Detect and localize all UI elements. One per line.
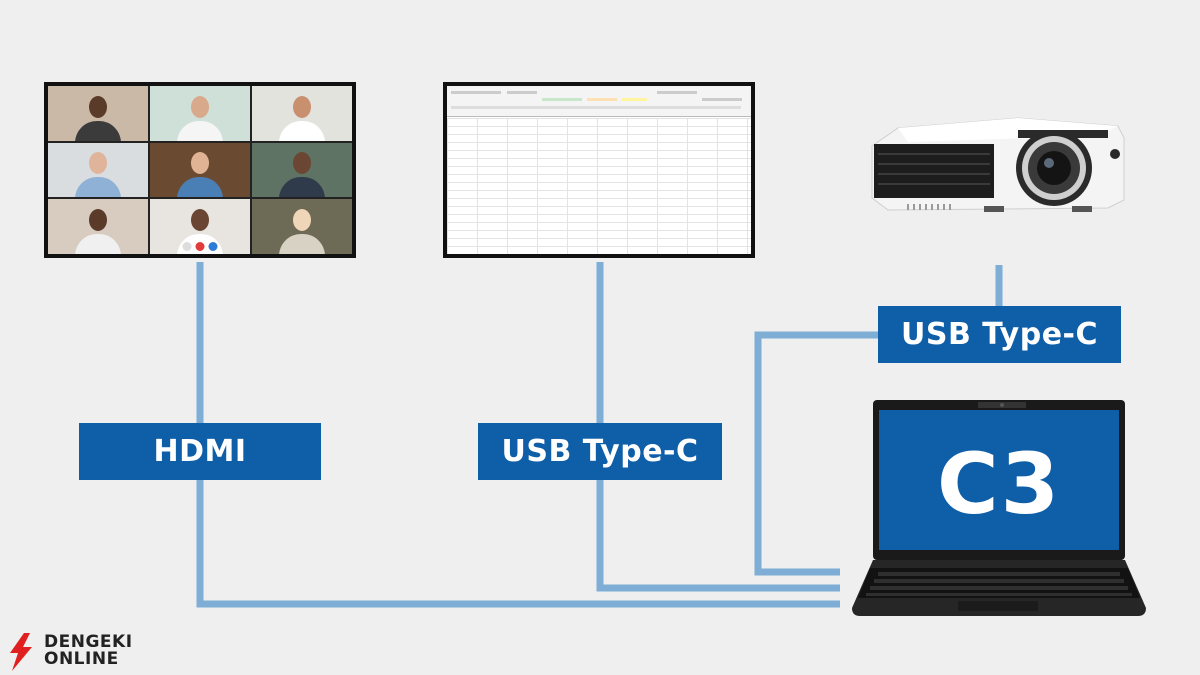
spreadsheet-ribbon <box>447 86 751 117</box>
spreadsheet-monitor <box>443 82 755 258</box>
camera-icon <box>208 242 218 251</box>
mute-icon <box>182 242 192 251</box>
spreadsheet-screen <box>447 86 751 254</box>
video-call-monitor <box>44 82 356 258</box>
participant-tile <box>252 86 352 141</box>
participant-tile <box>150 142 250 198</box>
participant-tile <box>150 86 250 141</box>
usbc-projector-label: USB Type-C <box>878 306 1121 363</box>
usbc-monitor-cable <box>596 262 840 592</box>
participant-tile <box>48 142 148 198</box>
hdmi-label: HDMI <box>79 423 321 480</box>
video-call-grid <box>48 86 352 254</box>
projector-icon <box>871 117 1125 212</box>
participant-tile <box>48 199 148 254</box>
participant-tile <box>252 142 352 198</box>
lightning-bolt-icon <box>10 633 32 671</box>
participant-tile <box>48 86 148 141</box>
usbc-monitor-label: USB Type-C <box>478 423 722 480</box>
laptop-screen-text: C3 <box>936 435 1062 533</box>
dengeki-online-logo: DENGEKI ONLINE <box>6 631 136 671</box>
video-call-screen <box>48 86 352 254</box>
logo-line1: DENGEKI <box>44 632 133 652</box>
logo-line2: ONLINE <box>44 649 119 669</box>
participant-tile <box>252 199 352 254</box>
hdmi-cable <box>196 262 840 608</box>
call-controls <box>182 242 218 251</box>
laptop-icon <box>852 400 1146 616</box>
usbc-projector-cable <box>754 331 880 576</box>
end-call-icon <box>195 242 205 251</box>
participant-tile <box>150 199 250 254</box>
spreadsheet-cells <box>447 118 751 254</box>
